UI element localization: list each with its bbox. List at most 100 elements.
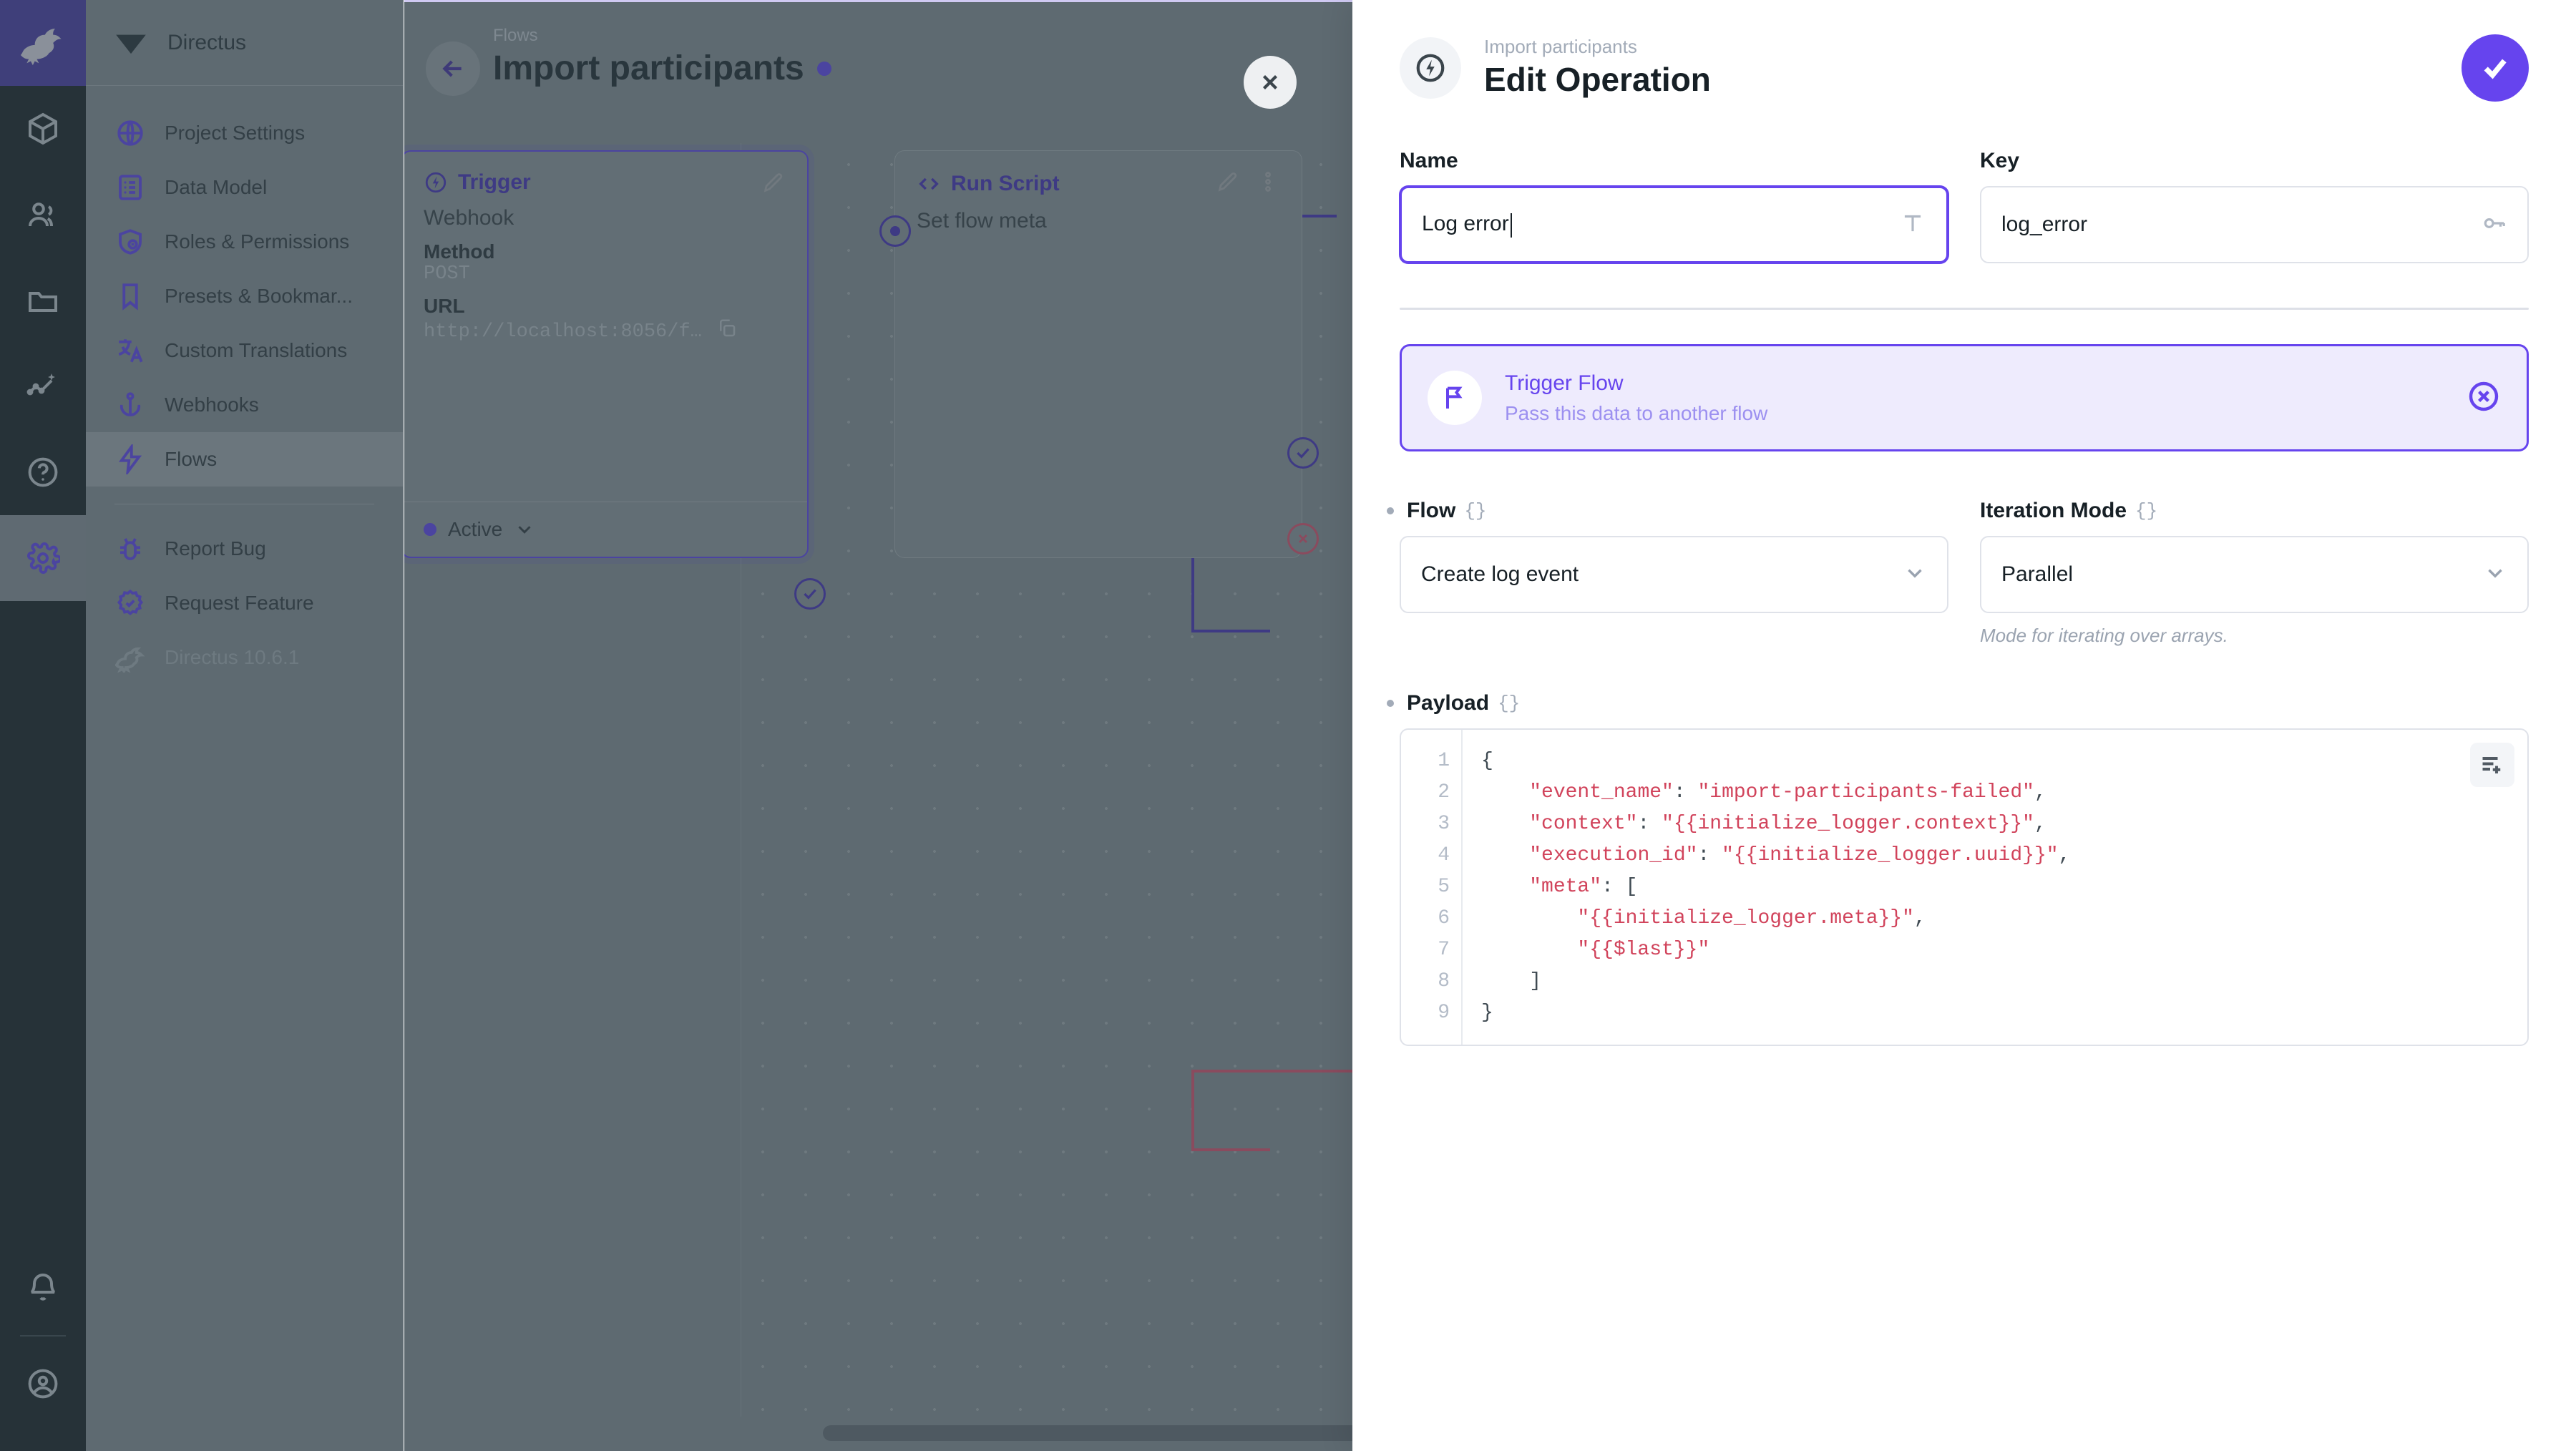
project-header[interactable]: Directus <box>86 0 403 86</box>
flow-node-set-flow-meta[interactable]: Run Script Set flow meta <box>879 150 1319 558</box>
required-dot <box>1387 507 1394 515</box>
node-body: Webhook Method POST URL http://localhost… <box>404 202 807 364</box>
rail-divider <box>20 1335 66 1337</box>
code-line: "{{initialize_logger.meta}}", <box>1577 907 1926 930</box>
sidebar-item-project-settings[interactable]: Project Settings <box>86 106 403 160</box>
banner-clear-button[interactable] <box>2467 379 2501 417</box>
sidebar-item-label: Presets & Bookmar... <box>165 285 353 307</box>
copy-icon[interactable] <box>716 318 738 346</box>
module-content-icon[interactable] <box>0 86 86 172</box>
code-line-number: 2 <box>1438 781 1450 804</box>
code-line: "execution_id": "{{initialize_logger.uui… <box>1529 844 2071 867</box>
sidebar-item-webhooks[interactable]: Webhooks <box>86 378 403 432</box>
node-body: Set flow meta <box>895 205 1302 262</box>
node-input-port[interactable] <box>879 215 911 247</box>
module-settings-icon[interactable] <box>0 515 86 601</box>
node-success-port[interactable] <box>1287 437 1319 469</box>
breadcrumb[interactable]: Flows <box>493 26 538 45</box>
iteration-field-group: Iteration Mode {} Parallel Mode for iter… <box>1980 499 2529 647</box>
save-button[interactable] <box>2462 34 2529 102</box>
sidebar-item-presets-bookmarks[interactable]: Presets & Bookmar... <box>86 269 403 323</box>
node-success-port[interactable] <box>794 578 826 610</box>
iteration-label-text: Iteration Mode <box>1980 499 2127 523</box>
chevron-down-icon <box>518 526 531 534</box>
name-input-value: Log error <box>1422 212 1509 236</box>
close-drawer-button[interactable] <box>1244 56 1297 109</box>
sidebar-item-report-bug[interactable]: Report Bug <box>86 522 403 576</box>
code-line: "context": "{{initialize_logger.context}… <box>1529 813 2046 836</box>
module-files-icon[interactable] <box>0 258 86 343</box>
key-input[interactable]: log_error <box>1980 186 2529 263</box>
module-rail <box>0 0 86 1451</box>
sidebar-item-label: Project Settings <box>165 122 306 144</box>
anchor-icon <box>114 389 146 421</box>
iteration-mode-select[interactable]: Parallel <box>1980 536 2529 614</box>
node-type: Trigger <box>424 170 531 195</box>
sidebar-item-data-model[interactable]: Data Model <box>86 160 403 215</box>
node-status-footer[interactable]: Active <box>404 502 807 557</box>
sidebar-nav-list: Project Settings Data Model Roles & Perm… <box>86 86 403 685</box>
back-button[interactable] <box>426 41 480 96</box>
node-name: Set flow meta <box>917 209 1047 233</box>
sidebar-item-label: Roles & Permissions <box>165 230 350 253</box>
url-text: http://localhost:8056/f… <box>424 321 702 343</box>
module-help-icon[interactable] <box>0 429 86 515</box>
flag-icon <box>1428 371 1482 426</box>
flow-node-trigger[interactable]: Trigger Webhook Method POST URL http://l… <box>404 150 826 610</box>
banner-text: Trigger Flow Pass this data to another f… <box>1505 368 2444 428</box>
badge-check-icon <box>114 587 146 619</box>
sidebar-item-label: Custom Translations <box>165 339 348 361</box>
code-line-number: 5 <box>1438 876 1450 899</box>
iteration-field-label: Iteration Mode {} <box>1980 499 2529 523</box>
key-icon <box>2480 210 2507 240</box>
key-input-value: log_error <box>2001 212 2088 236</box>
notifications-bell-icon[interactable] <box>0 1245 86 1331</box>
node-error-port[interactable] <box>1287 523 1319 554</box>
node-more-icon[interactable] <box>1256 170 1280 197</box>
bookmark-icon <box>114 280 146 312</box>
status-badge: Active <box>448 518 503 540</box>
page-title-text: Import participants <box>493 49 804 87</box>
name-field-label: Name <box>1400 149 1458 172</box>
settings-sidebar: Directus Project Settings Data Model Rol… <box>86 0 404 1451</box>
check-icon <box>2484 59 2507 79</box>
drawer-title: Edit Operation <box>1484 61 1711 99</box>
node-edit-icon[interactable] <box>761 170 786 195</box>
code-content[interactable]: { "event_name": "import-participants-fai… <box>1463 730 2070 1045</box>
page-title: Import participants <box>493 49 831 88</box>
flow-select[interactable]: Create log event <box>1400 536 1948 614</box>
chevron-down-icon <box>2483 561 2507 589</box>
user-avatar-icon[interactable] <box>0 1341 86 1427</box>
node-field-label: Method <box>424 240 495 263</box>
code-line-number: 9 <box>1438 1002 1450 1025</box>
sidebar-item-custom-translations[interactable]: Custom Translations <box>86 323 403 378</box>
node-header: Run Script <box>895 151 1302 205</box>
module-insights-icon[interactable] <box>0 343 86 429</box>
directus-rabbit-logo[interactable] <box>0 0 86 86</box>
node-edit-icon[interactable] <box>1216 170 1240 197</box>
chevron-down-icon <box>1903 561 1927 589</box>
name-input[interactable]: Log error <box>1400 186 1948 263</box>
format-indent-icon[interactable] <box>2470 743 2514 788</box>
iteration-helper-text: Mode for iterating over arrays. <box>1980 625 2228 647</box>
flow-iteration-row: Flow {} Create log event Iteration Mode … <box>1387 499 2529 647</box>
code-line: } <box>1481 1002 1493 1025</box>
sidebar-item-label: Flows <box>165 448 218 470</box>
node-type-label: Trigger <box>458 170 531 194</box>
iteration-braces: {} <box>2135 500 2158 522</box>
module-users-icon[interactable] <box>0 172 86 258</box>
payload-braces: {} <box>1498 693 1521 715</box>
operation-type-banner[interactable]: Trigger Flow Pass this data to another f… <box>1400 344 2529 452</box>
sidebar-item-flows[interactable]: Flows <box>86 432 403 487</box>
node-field-value-url: http://localhost:8056/f… <box>424 318 786 346</box>
code-line: ] <box>1481 970 1542 993</box>
rabbit-icon <box>114 642 146 673</box>
sidebar-item-label: Directus 10.6.1 <box>165 646 300 668</box>
shield-user-icon <box>114 226 146 258</box>
sidebar-item-label: Report Bug <box>165 537 266 560</box>
sidebar-item-request-feature[interactable]: Request Feature <box>86 576 403 630</box>
sidebar-item-roles-permissions[interactable]: Roles & Permissions <box>86 215 403 269</box>
